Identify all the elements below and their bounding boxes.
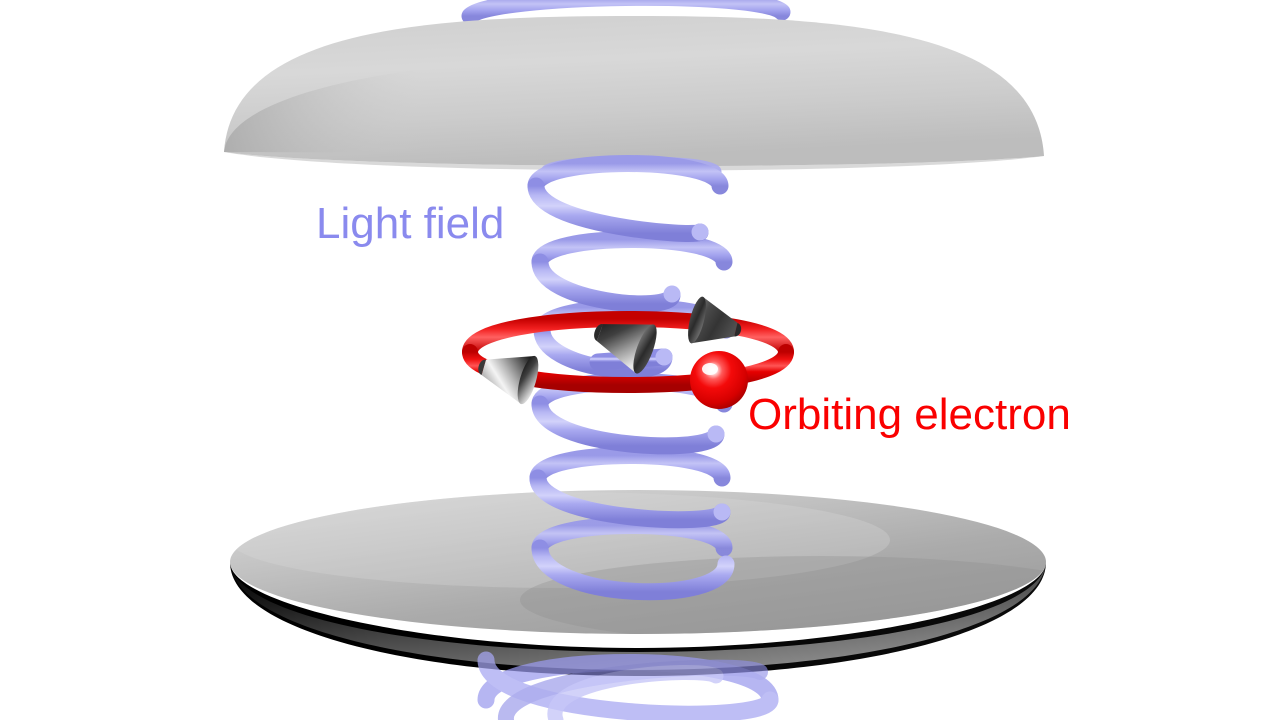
helix-above-top-mirror <box>461 0 791 25</box>
top-mirror-dome <box>224 16 1044 171</box>
helix-over-bottom-mirror <box>529 469 735 601</box>
orbiting-electron-label: Orbiting electron <box>748 390 1071 439</box>
lower-light-field-helix <box>477 651 779 720</box>
electron-orbit-back <box>462 311 794 360</box>
electron-sphere <box>690 351 748 409</box>
orbit-direction-arrow-left <box>478 355 539 405</box>
orbit-direction-arrow-right <box>688 296 742 344</box>
light-field-direction-arrow <box>594 324 657 374</box>
light-field-label: Light field <box>316 199 505 248</box>
helix-tube-ends-right <box>655 223 731 521</box>
